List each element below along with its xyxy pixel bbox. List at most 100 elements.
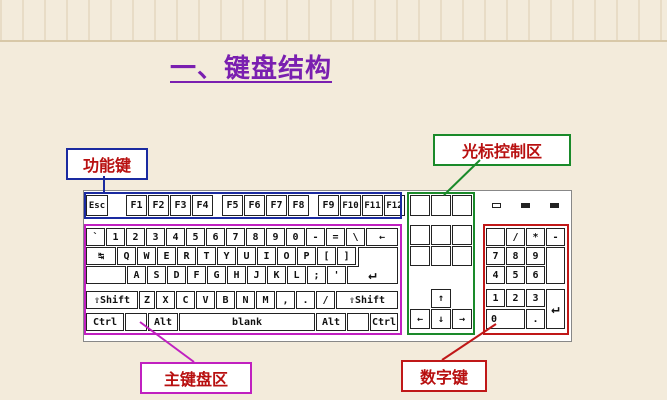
- key-4: 4: [166, 228, 185, 246]
- key-8: 8: [246, 228, 265, 246]
- key-6: 6: [206, 228, 225, 246]
- key-num-7: 7: [486, 247, 505, 265]
- key-num-plus: [546, 247, 565, 284]
- key-pagedown: [452, 246, 472, 266]
- region-cursor-control: [407, 192, 475, 335]
- key-num-8: 8: [506, 247, 525, 265]
- key-0: 0: [286, 228, 305, 246]
- key-2: 2: [126, 228, 145, 246]
- region-function-keys: [84, 192, 402, 219]
- key-f1: F1: [126, 195, 147, 216]
- key-k: K: [267, 266, 286, 284]
- key-p: P: [297, 247, 316, 265]
- key-numlock: [486, 228, 505, 246]
- key-semicolon: ;: [307, 266, 326, 284]
- key-l: L: [287, 266, 306, 284]
- key-left-bracket: [: [317, 247, 336, 265]
- label-function-keys: 功能键: [66, 148, 148, 180]
- key-c: C: [176, 291, 195, 309]
- label-main-keyboard: 主键盘区: [140, 362, 252, 394]
- key-num-4: 4: [486, 266, 505, 284]
- key-comma: ,: [276, 291, 295, 309]
- key-left-ctrl: Ctrl: [86, 313, 124, 331]
- key-end: [431, 246, 451, 266]
- key-1: 1: [106, 228, 125, 246]
- key-d: D: [167, 266, 186, 284]
- key-f4: F4: [192, 195, 213, 216]
- key-h: H: [227, 266, 246, 284]
- key-f5: F5: [222, 195, 243, 216]
- key-num-enter: ↵: [546, 289, 565, 329]
- key-equals: =: [326, 228, 345, 246]
- key-scrolllock: [431, 195, 451, 216]
- key-e: E: [157, 247, 176, 265]
- key-insert: [410, 225, 430, 245]
- key-f10: F10: [340, 195, 361, 216]
- key-pageup: [452, 225, 472, 245]
- key-w: W: [137, 247, 156, 265]
- key-delete: [410, 246, 430, 266]
- key-arrow-left: ←: [410, 309, 430, 329]
- key-7: 7: [226, 228, 245, 246]
- key-capslock: [86, 266, 126, 284]
- key-enter-top: [358, 247, 398, 267]
- key-f: F: [187, 266, 206, 284]
- key-z: Z: [139, 291, 155, 309]
- indicator-led-numlock: [492, 203, 501, 208]
- key-minus: -: [306, 228, 325, 246]
- key-f11: F11: [362, 195, 383, 216]
- key-3: 3: [146, 228, 165, 246]
- key-home: [431, 225, 451, 245]
- key-left-shift: ⇧Shift: [86, 291, 138, 309]
- key-f9: F9: [318, 195, 339, 216]
- key-m: M: [256, 291, 275, 309]
- key-j: J: [247, 266, 266, 284]
- key-num-decimal: .: [526, 309, 545, 329]
- key-num-9: 9: [526, 247, 545, 265]
- key-space: blank: [179, 313, 315, 331]
- key-quote: ': [327, 266, 346, 284]
- key-num-3: 3: [526, 289, 545, 307]
- key-5: 5: [186, 228, 205, 246]
- indicator-led-scrolllock: [550, 203, 559, 208]
- label-numeric-keys: 数字键: [401, 360, 487, 392]
- page-title: 一、键盘结构: [170, 54, 333, 84]
- key-9: 9: [266, 228, 285, 246]
- key-n: N: [236, 291, 255, 309]
- key-v: V: [196, 291, 215, 309]
- key-f12: F12: [384, 195, 405, 216]
- key-num-divide: /: [506, 228, 525, 246]
- key-slash: /: [316, 291, 335, 309]
- key-f2: F2: [148, 195, 169, 216]
- key-right-shift: ⇧Shift: [336, 291, 398, 309]
- key-q: Q: [117, 247, 136, 265]
- key-f8: F8: [288, 195, 309, 216]
- key-a: A: [127, 266, 146, 284]
- region-numeric-keys: [483, 224, 569, 335]
- key-b: B: [216, 291, 235, 309]
- key-s: S: [147, 266, 166, 284]
- key-period: .: [296, 291, 315, 309]
- key-f3: F3: [170, 195, 191, 216]
- key-t: T: [197, 247, 216, 265]
- keyboard-diagram: Esc F1 F2 F3 F4 F5 F6 F 7 F8 F9 F10 F11 F…: [83, 190, 572, 342]
- key-u: U: [237, 247, 256, 265]
- key-num-5: 5: [506, 266, 525, 284]
- key-num-1: 1: [486, 289, 505, 307]
- num-enter-glyph: ↵: [551, 301, 560, 317]
- key-num-minus: -: [546, 228, 565, 246]
- key-o: O: [277, 247, 296, 265]
- label-cursor-control: 光标控制区: [433, 134, 571, 166]
- key-right-alt: Alt: [316, 313, 346, 331]
- region-main-keyboard: [84, 224, 402, 335]
- key-num-multiply: *: [526, 228, 545, 246]
- key-y: Y: [217, 247, 236, 265]
- key-printscreen: [410, 195, 430, 216]
- key-f6: F6: [244, 195, 265, 216]
- key-num-2: 2: [506, 289, 525, 307]
- decorative-border: [0, 0, 667, 42]
- key-i: I: [257, 247, 276, 265]
- key-backtick: `: [86, 228, 105, 246]
- key-right-ctrl: Ctrl: [370, 313, 398, 331]
- key-esc: Esc: [86, 195, 108, 216]
